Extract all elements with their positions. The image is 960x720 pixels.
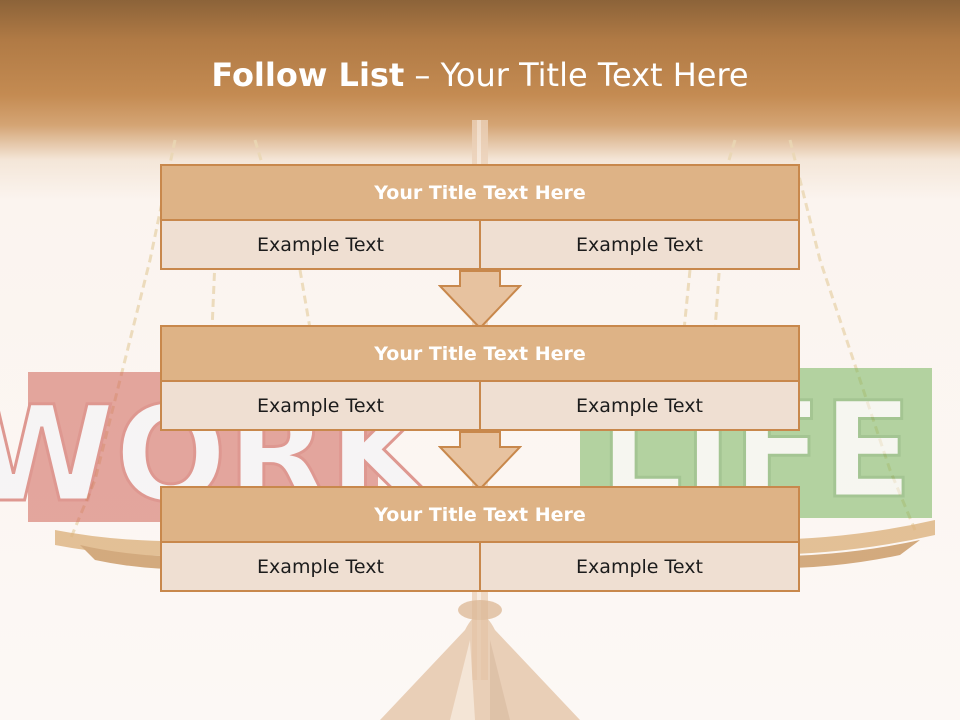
list-band-1: Your Title Text Here Example Text Exampl… — [160, 164, 800, 270]
band-title: Your Title Text Here — [162, 488, 798, 543]
band-cell-right: Example Text — [479, 543, 798, 590]
band-cell-right: Example Text — [479, 221, 798, 268]
band-cell-left: Example Text — [162, 543, 479, 590]
band-title: Your Title Text Here — [162, 166, 798, 221]
slide-title-bold: Follow List — [211, 56, 405, 94]
scale-base — [380, 600, 580, 720]
down-arrow-icon — [438, 270, 522, 330]
band-row: Example Text Example Text — [162, 543, 798, 590]
band-cell-left: Example Text — [162, 221, 479, 268]
band-cell-left: Example Text — [162, 382, 479, 429]
slide-title-rest: – Your Title Text Here — [414, 56, 749, 94]
down-arrow-icon — [438, 431, 522, 491]
list-band-2: Your Title Text Here Example Text Exampl… — [160, 325, 800, 431]
band-cell-right: Example Text — [479, 382, 798, 429]
band-row: Example Text Example Text — [162, 382, 798, 429]
band-row: Example Text Example Text — [162, 221, 798, 268]
list-band-3: Your Title Text Here Example Text Exampl… — [160, 486, 800, 592]
band-title: Your Title Text Here — [162, 327, 798, 382]
slide-title: Follow List – Your Title Text Here — [0, 52, 960, 98]
